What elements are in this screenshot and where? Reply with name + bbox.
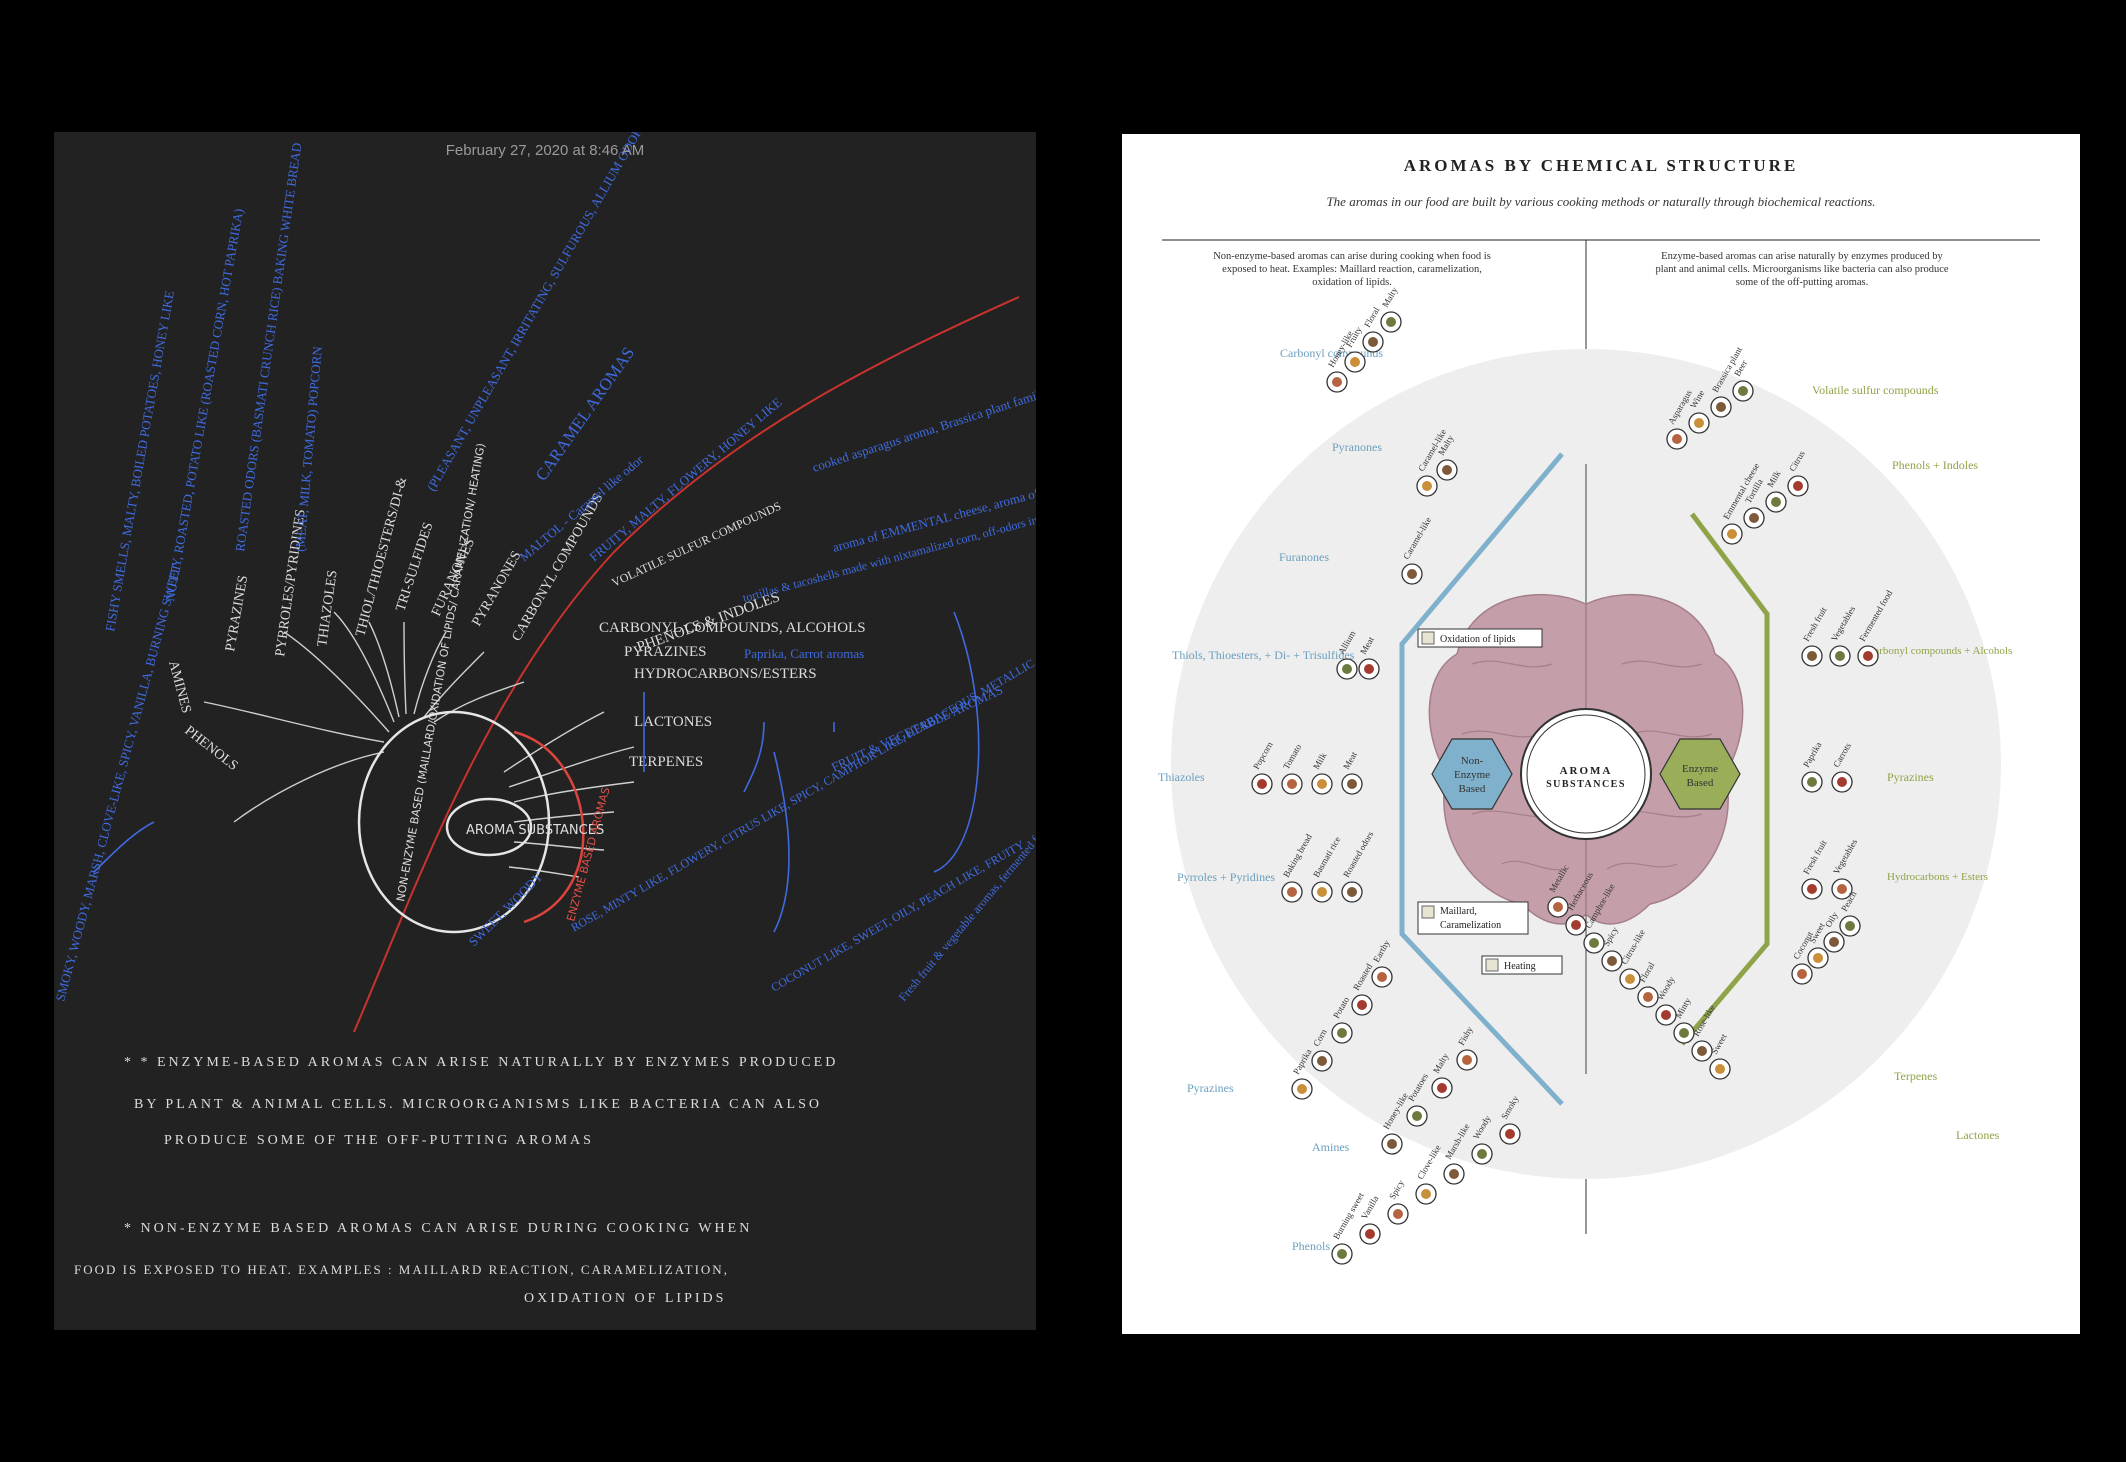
sketch-note-rose: ROSE, MINTY LIKE, FLOWERY, CITRUS LIKE, …	[569, 656, 1037, 934]
sketch-note-paprika: Paprika, Carrot aromas	[744, 646, 864, 661]
left-aroma-label-0-2: Floral	[1362, 305, 1382, 329]
aroma-substances-circle	[1520, 708, 1652, 840]
right-cat-lactones: Lactones	[1956, 1128, 2000, 1142]
sketch-note-smoky: SMOKY, WOODY, MARSH, CLOVE-LIKE, SPICY, …	[54, 562, 184, 1003]
left-aroma-0-3: Malty	[1380, 285, 1402, 333]
left-aroma-label-8-3: Clove-like	[1415, 1143, 1443, 1181]
infographic-diagram: AROMA SUBSTANCES Non- Enzyme Based Enzym…	[1158, 239, 2040, 1265]
sketch-branch-pyrazines: PYRAZINES	[223, 574, 251, 652]
sketch-branch-terpenes: TERPENES	[629, 754, 703, 770]
sketch-footnote-enzyme-3: PRODUCE SOME OF THE OFF-PUTTING AROMAS	[164, 1133, 594, 1148]
sketch-note-roasted: ROASTED ODORS (BASMATI CRUNCH RICE) BAKI…	[232, 142, 304, 553]
hex-non-enzyme-line2: Enzyme	[1454, 769, 1490, 781]
right-intro-text: Enzyme-based aromas can arise naturally …	[1655, 251, 1949, 288]
process-labels: Oxidation of lipids Maillard, Carameliza…	[1417, 628, 1563, 975]
center-label-line2: SUBSTANCES	[1546, 779, 1626, 790]
sketch-note-pleasant: (PLEASANT, UNPLEASANT, IRRITATING, SULFU…	[424, 132, 652, 493]
sketch-footnote-enzyme-1: * * ENZYME-BASED AROMAS CAN ARISE NATURA…	[124, 1055, 838, 1070]
left-aroma-3-1: Meat	[1358, 635, 1380, 680]
left-intro-text: Non-enzyme-based aromas can arise during…	[1213, 251, 1491, 288]
sketch-fan-lines	[203, 611, 635, 878]
sketch-footnotes: * * ENZYME-BASED AROMAS CAN ARISE NATURA…	[74, 1055, 838, 1306]
process-heating: Heating	[1504, 961, 1536, 972]
right-category-labels: Volatile sulfur compounds Phenols + Indo…	[1812, 383, 2012, 1142]
left-cat-furanones: Furanones	[1279, 550, 1329, 564]
sketch-branch-hydrocarbons: HYDROCARBONS/ESTERS	[634, 666, 817, 682]
right-cat-phenols-indoles: Phenols + Indoles	[1892, 458, 1978, 472]
sketch-center-circle	[445, 797, 533, 857]
left-aroma-8-0: Burning sweet	[1331, 1190, 1366, 1265]
left-aroma-4-1: Tomato	[1281, 742, 1304, 795]
hex-non-enzyme-line3: Based	[1459, 783, 1486, 795]
sketch-note-coconut: COCONUT LIKE, SWEET, OILY, PEACH LIKE, F…	[769, 837, 1028, 994]
hex-enzyme	[1659, 738, 1741, 810]
sketch-branch-trisulfides: TRI-SULFIDES	[394, 521, 437, 614]
left-aroma-8-3: Clove-like	[1415, 1143, 1443, 1205]
right-cat-terpenes: Terpenes	[1894, 1069, 1937, 1083]
left-aroma-8-2: Spicy	[1387, 1178, 1409, 1225]
process-caramelization: Caramelization	[1440, 920, 1501, 931]
sketch-enzyme-ring	[513, 730, 585, 924]
sketch-branch-pyrazines-right: PYRAZINES	[624, 644, 707, 660]
left-aroma-0-2: Floral	[1362, 305, 1384, 353]
process-oxidation: Oxidation of lipids	[1440, 634, 1516, 645]
left-cat-phenols: Phenols	[1292, 1239, 1330, 1253]
right-cat-volatile-sulfur: Volatile sulfur compounds	[1812, 383, 1939, 397]
right-cat-pyrazines: Pyrazines	[1887, 770, 1934, 784]
sketch-timestamp: February 27, 2020 at 8:46 AM	[445, 142, 645, 159]
left-cat-pyrroles: Pyrroles + Pyridines	[1177, 870, 1275, 884]
sketch-footnote-nonenzyme-2: FOOD IS EXPOSED TO HEAT. EXAMPLES : MAIL…	[74, 1262, 729, 1277]
sketch-note-tortillas: tortillas & tacoshells made with nixtama…	[741, 477, 1036, 605]
left-cat-pyranones: Pyranones	[1332, 440, 1382, 454]
sketch-branch-phenols: PHENOLS	[182, 723, 241, 774]
infographic-title: AROMAS BY CHEMICAL STRUCTURE	[1403, 156, 1799, 175]
sketch-footnote-nonenzyme-3: OXIDATION OF LIPIDS	[524, 1291, 726, 1306]
left-cat-thiols: Thiols, Thioesters, + Di- + Trisulfides	[1172, 648, 1355, 662]
sketch-branch-amines: AMINES	[165, 659, 193, 715]
sketch-branch-thiazoles: THIAZOLES	[315, 569, 341, 647]
hex-enzyme-line1: Enzyme	[1682, 763, 1718, 775]
sketch-footnote-nonenzyme-1: * NON-ENZYME BASED AROMAS CAN ARISE DURI…	[124, 1221, 752, 1236]
left-cat-thiazoles: Thiazoles	[1158, 770, 1205, 784]
process-maillard: Maillard,	[1440, 906, 1477, 917]
sketch-right-branches: VOLATILE SULFUR COMPOUNDS PHENOLS & INDO…	[599, 499, 866, 770]
infographic-subtitle: The aromas in our food are built by vari…	[1326, 194, 1876, 209]
hex-non-enzyme-line1: Non-	[1461, 755, 1484, 767]
right-cat-carbonyl-alcohols: Carbonyl compounds + Alcohols	[1867, 645, 2012, 657]
sketch-note-sweet-woody: SWEET, WOODY	[466, 868, 547, 949]
left-category-labels: Carbonyl compounds Pyranones Furanones T…	[1158, 346, 1383, 1253]
sketch-branch-pyranones: PYRANONES	[469, 549, 524, 629]
right-cat-hydrocarbons: Hydrocarbons + Esters	[1887, 871, 1988, 883]
brain-illustration	[1428, 593, 1744, 925]
center-label-line1: AROMA	[1560, 765, 1613, 777]
blue-spine	[1399, 452, 1564, 1106]
sketch-branch-carbonyl-alcohols: CARBONYL COMPOUNDS, ALCOHOLS	[599, 620, 866, 636]
sketch-panel: February 27, 2020 at 8:46 AM AROMA SUBST…	[54, 132, 1036, 1330]
left-cat-amines: Amines	[1312, 1140, 1350, 1154]
left-aroma-label-0-3: Malty	[1380, 285, 1400, 309]
infographic-panel: AROMAS BY CHEMICAL STRUCTURE The aromas …	[1122, 134, 2080, 1334]
left-cat-pyrazines: Pyrazines	[1187, 1081, 1234, 1095]
left-aroma-label-8-2: Spicy	[1387, 1178, 1406, 1201]
sketch-footnote-enzyme-2: BY PLANT & ANIMAL CELLS. MICROORGANISMS …	[134, 1097, 822, 1112]
sketch-blue-arrows	[93, 611, 980, 933]
sketch-center-label: AROMA SUBSTANCES	[466, 823, 604, 838]
sketch-branch-lactones: LACTONES	[634, 714, 712, 730]
sketch-note-meat: (MEAT, MILK, TOMATO) POPCORN	[292, 345, 325, 552]
sketch-drawing: AROMA SUBSTANCES NON-ENZYME BASED (MAILL…	[54, 132, 1037, 1306]
sketch-outer-ring	[357, 710, 551, 934]
hex-non-enzyme	[1431, 738, 1513, 810]
sketch-note-asparagus: cooked asparagus aroma, Brassica plant f…	[810, 334, 1036, 475]
sketch-branch-thiols: THIOL/THIOESTERS/DI-&	[353, 476, 410, 638]
hex-enzyme-line2: Based	[1687, 777, 1714, 789]
sketch-red-divider	[353, 296, 1020, 1033]
green-spine	[1680, 512, 1770, 1046]
